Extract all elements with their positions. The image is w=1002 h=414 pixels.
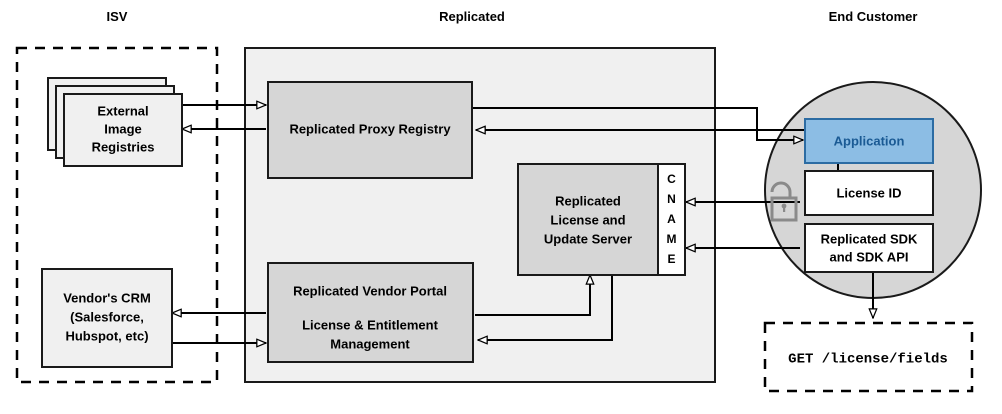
node-application[interactable]: Application xyxy=(804,118,934,164)
external-image-registries-label-line2: Image xyxy=(104,121,142,136)
node-replicated-sdk[interactable]: Replicated SDK and SDK API xyxy=(804,223,934,273)
vendors-crm-label-line2: (Salesforce, xyxy=(70,309,144,324)
application-label: Application xyxy=(834,133,905,148)
external-image-registries-front xyxy=(63,93,183,167)
external-image-registries-label-line1: External xyxy=(97,103,148,118)
node-cname-strip[interactable]: C N A M E xyxy=(657,163,686,276)
application-box xyxy=(804,118,934,164)
replicated-license-update-server-label-line1: Replicated xyxy=(555,193,621,208)
license-id-box xyxy=(804,170,934,216)
zone-isv-container xyxy=(15,46,219,384)
replicated-vendor-portal-label-line1: Replicated Vendor Portal xyxy=(293,283,447,298)
cname-letter-e: E xyxy=(667,252,675,266)
replicated-proxy-registry-box xyxy=(267,81,473,179)
vendors-crm-label-line3: Hubspot, etc) xyxy=(65,328,148,343)
replicated-sdk-box xyxy=(804,223,934,273)
node-replicated-license-update-server[interactable]: Replicated License and Update Server xyxy=(517,163,659,276)
external-image-registries-label-line3: Registries xyxy=(92,139,155,154)
open-padlock-icon xyxy=(770,181,798,222)
api-request-label: GET /license/fields xyxy=(788,352,948,368)
node-vendors-crm[interactable]: Vendor's CRM (Salesforce, Hubspot, etc) xyxy=(41,268,173,368)
zone-label-replicated: Replicated xyxy=(439,9,505,24)
replicated-sdk-label-line2: and SDK API xyxy=(830,249,909,264)
connector-license-server-to-vendor-portal xyxy=(478,275,613,340)
replicated-license-update-server-label-line3: Update Server xyxy=(544,231,632,246)
vendors-crm-label-line1: Vendor's CRM xyxy=(63,290,151,305)
replicated-vendor-portal-label-line3: Management xyxy=(330,336,410,351)
connector-proxy-to-application xyxy=(472,107,803,140)
replicated-proxy-registry-label: Replicated Proxy Registry xyxy=(289,121,451,136)
node-external-image-registries[interactable]: External Image Registries xyxy=(47,77,183,167)
api-request-box xyxy=(763,321,974,393)
cname-letter-a: A xyxy=(667,212,676,226)
node-replicated-proxy-registry[interactable]: Replicated Proxy Registry xyxy=(267,81,473,179)
replicated-vendor-portal-label-line2: License & Entitlement xyxy=(302,317,438,332)
replicated-license-update-server-label-line2: License and xyxy=(550,212,625,227)
node-replicated-vendor-portal[interactable]: Replicated Vendor Portal License & Entit… xyxy=(267,262,474,363)
license-id-label: License ID xyxy=(836,185,901,200)
node-api-request[interactable]: GET /license/fields xyxy=(763,321,974,393)
replicated-sdk-label-line1: Replicated SDK xyxy=(821,231,918,246)
cname-letter-n: N xyxy=(667,192,676,206)
cname-box xyxy=(657,163,686,276)
cname-letter-m: M xyxy=(667,232,677,246)
zone-label-isv: ISV xyxy=(107,9,128,24)
zone-label-end-customer: End Customer xyxy=(829,9,918,24)
cname-letter-c: C xyxy=(667,172,676,186)
node-license-id[interactable]: License ID xyxy=(804,170,934,216)
connector-vendor-portal-to-license-server xyxy=(475,275,590,316)
replicated-vendor-portal-box xyxy=(267,262,474,363)
vendors-crm-box xyxy=(41,268,173,368)
